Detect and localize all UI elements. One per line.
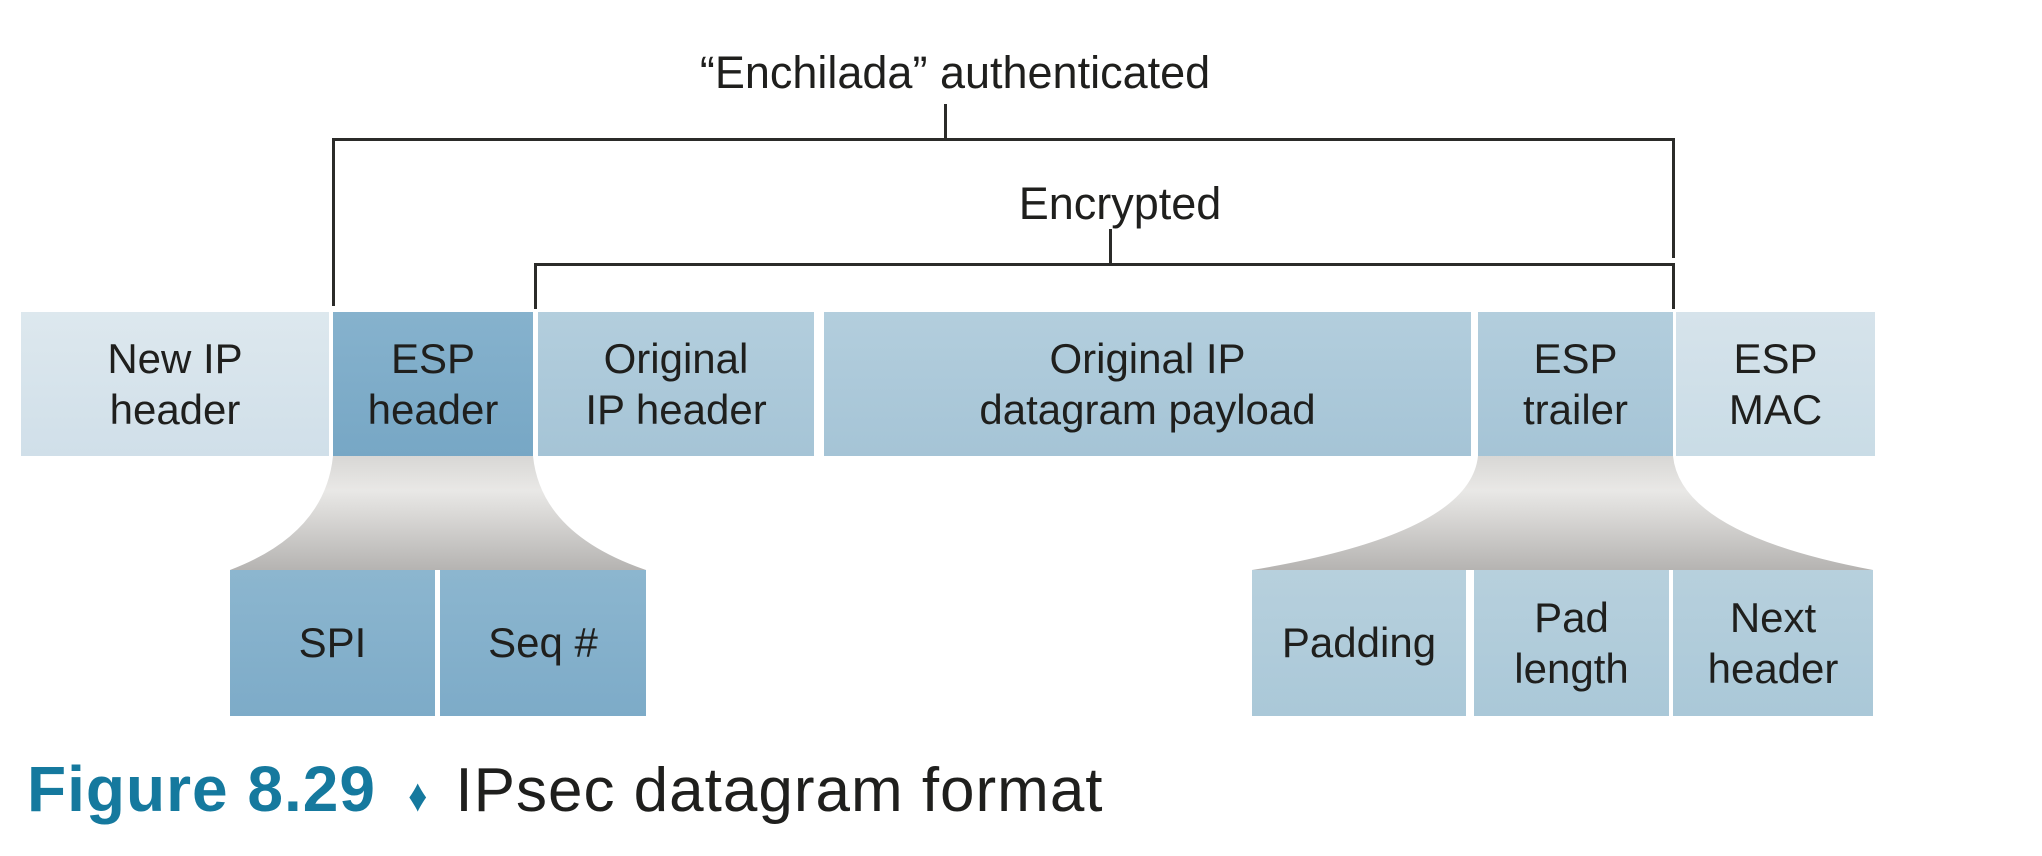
figure-caption: Figure 8.29 ♦ IPsec datagram format bbox=[27, 752, 1104, 826]
box-esp-mac-label: ESP MAC bbox=[1728, 334, 1823, 433]
enchilada-authenticated-label: “Enchilada” authenticated bbox=[699, 47, 1211, 98]
encrypted-label-tick bbox=[1109, 229, 1112, 266]
box-original-ip-datagram-payload: Original IP datagram payload bbox=[824, 312, 1471, 456]
diamond-icon: ♦ bbox=[408, 769, 428, 821]
encrypted-label: Encrypted bbox=[1018, 178, 1222, 229]
box-spi-label: SPI bbox=[298, 619, 367, 667]
box-next-header: Next header bbox=[1673, 570, 1873, 716]
box-padding-label: Padding bbox=[1281, 619, 1437, 667]
box-esp-mac: ESP MAC bbox=[1676, 312, 1875, 456]
enchilada-bracket-line bbox=[332, 138, 1675, 141]
box-original-ip-header: Original IP header bbox=[538, 312, 814, 456]
box-esp-header-label: ESP header bbox=[367, 334, 499, 433]
figure-number-label: Figure 8.29 bbox=[27, 753, 376, 825]
box-original-ip-datagram-payload-label: Original IP datagram payload bbox=[979, 334, 1316, 433]
enchilada-bracket-left-drop bbox=[332, 138, 335, 306]
esp-trailer-expansion-funnel bbox=[1252, 456, 1873, 570]
box-seq-number: Seq # bbox=[440, 570, 646, 716]
box-esp-trailer-label: ESP trailer bbox=[1522, 334, 1629, 433]
box-original-ip-header-label: Original IP header bbox=[585, 334, 767, 433]
box-spi: SPI bbox=[230, 570, 435, 716]
box-pad-length-label: Pad length bbox=[1514, 593, 1629, 692]
encrypted-bracket-right-drop bbox=[1672, 263, 1675, 309]
figure-caption-text: IPsec datagram format bbox=[455, 756, 1104, 825]
box-pad-length: Pad length bbox=[1474, 570, 1669, 716]
enchilada-label-tick bbox=[944, 104, 947, 141]
encrypted-bracket-left-drop bbox=[534, 263, 537, 309]
box-new-ip-header-label: New IP header bbox=[107, 334, 243, 433]
box-padding: Padding bbox=[1252, 570, 1466, 716]
box-esp-header: ESP header bbox=[333, 312, 533, 456]
box-new-ip-header: New IP header bbox=[21, 312, 329, 456]
encrypted-bracket-line bbox=[534, 263, 1675, 266]
box-esp-trailer: ESP trailer bbox=[1478, 312, 1673, 456]
box-seq-number-label: Seq # bbox=[488, 619, 598, 667]
esp-header-expansion-funnel bbox=[230, 456, 646, 570]
box-next-header-label: Next header bbox=[1707, 593, 1839, 692]
enchilada-bracket-right-drop bbox=[1672, 138, 1675, 258]
